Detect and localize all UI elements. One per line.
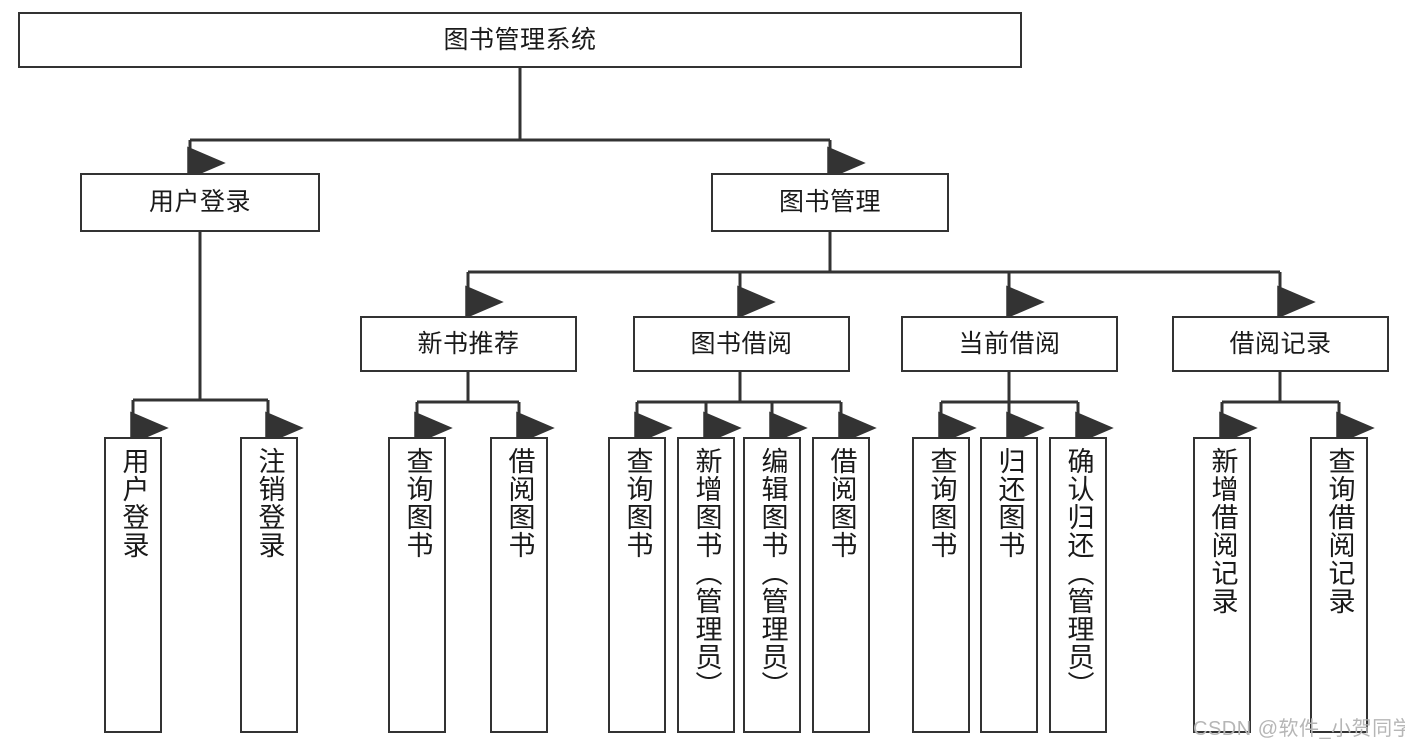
node-leaf-query-borrow-record[interactable]: 查询借阅记录 [1310, 437, 1368, 733]
node-leaf-query-book-recommend-label: 查询图书 [402, 447, 433, 559]
node-leaf-borrow-book[interactable]: 借阅图书 [812, 437, 870, 733]
node-borrow-record-label: 借阅记录 [1229, 329, 1332, 358]
node-leaf-query-book-current[interactable]: 查询图书 [912, 437, 970, 733]
node-leaf-add-book-label: 新增图书（管理员） [691, 447, 722, 699]
node-leaf-query-book-borrow-label: 查询图书 [622, 447, 653, 559]
node-root[interactable]: 图书管理系统 [18, 12, 1022, 68]
node-leaf-query-book-borrow[interactable]: 查询图书 [608, 437, 666, 733]
node-leaf-edit-book[interactable]: 编辑图书（管理员） [743, 437, 801, 733]
node-leaf-add-borrow-record[interactable]: 新增借阅记录 [1193, 437, 1251, 733]
node-leaf-borrow-book-recommend-label: 借阅图书 [504, 447, 535, 559]
node-new-book-recommend-label: 新书推荐 [417, 329, 520, 358]
node-leaf-return-book-label: 归还图书 [994, 447, 1025, 559]
node-leaf-add-book[interactable]: 新增图书（管理员） [677, 437, 735, 733]
node-leaf-confirm-return-label: 确认归还（管理员） [1063, 447, 1094, 699]
node-leaf-query-borrow-record-label: 查询借阅记录 [1324, 447, 1355, 615]
node-book-borrow-label: 图书借阅 [690, 329, 793, 358]
node-leaf-query-book-recommend[interactable]: 查询图书 [388, 437, 446, 733]
node-current-borrow-label: 当前借阅 [958, 329, 1061, 358]
node-user-login-label: 用户登录 [148, 188, 251, 217]
node-new-book-recommend[interactable]: 新书推荐 [360, 316, 577, 372]
node-leaf-query-book-current-label: 查询图书 [926, 447, 957, 559]
node-current-borrow[interactable]: 当前借阅 [901, 316, 1118, 372]
node-leaf-borrow-book-recommend[interactable]: 借阅图书 [490, 437, 548, 733]
node-leaf-edit-book-label: 编辑图书（管理员） [757, 447, 788, 699]
node-book-borrow[interactable]: 图书借阅 [633, 316, 850, 372]
node-borrow-record[interactable]: 借阅记录 [1172, 316, 1389, 372]
node-book-management[interactable]: 图书管理 [711, 173, 949, 232]
node-leaf-add-borrow-record-label: 新增借阅记录 [1207, 447, 1238, 615]
node-leaf-return-book[interactable]: 归还图书 [980, 437, 1038, 733]
node-leaf-logout[interactable]: 注销登录 [240, 437, 298, 733]
node-book-management-label: 图书管理 [778, 188, 881, 217]
node-leaf-user-login-label: 用户登录 [118, 447, 149, 559]
node-leaf-confirm-return[interactable]: 确认归还（管理员） [1049, 437, 1107, 733]
node-leaf-logout-label: 注销登录 [254, 447, 285, 559]
node-user-login[interactable]: 用户登录 [80, 173, 320, 232]
node-root-label: 图书管理系统 [443, 25, 597, 54]
node-leaf-user-login[interactable]: 用户登录 [104, 437, 162, 733]
node-leaf-borrow-book-label: 借阅图书 [826, 447, 857, 559]
